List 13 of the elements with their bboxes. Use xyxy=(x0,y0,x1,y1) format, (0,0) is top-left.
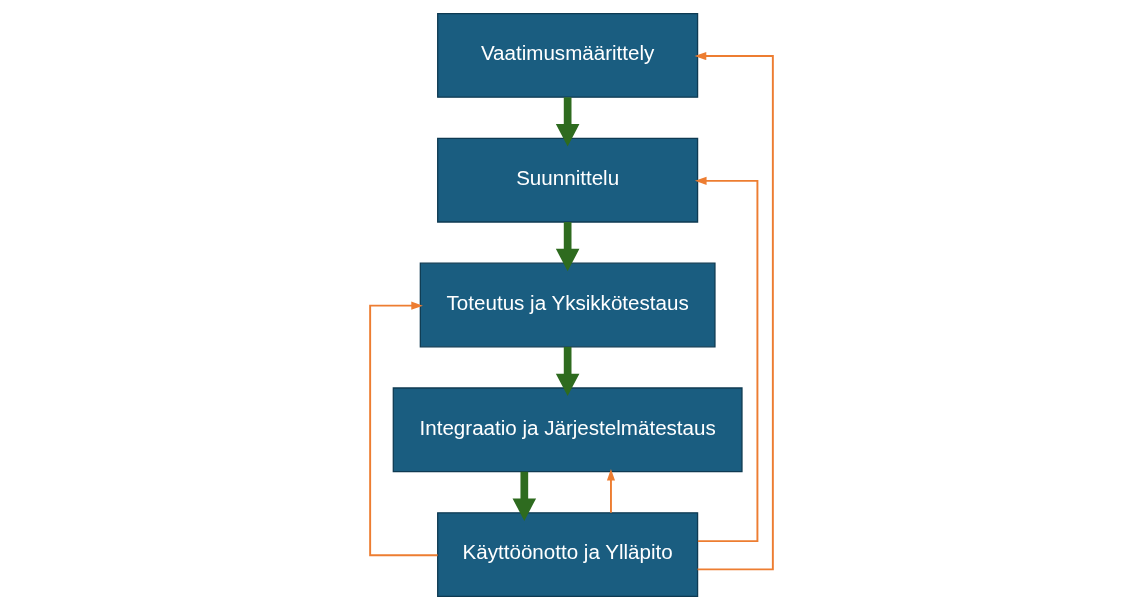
arrow xyxy=(555,97,579,147)
arrow xyxy=(368,301,439,557)
node-box: Vaatimusmäärittely xyxy=(436,12,698,98)
arrow xyxy=(555,346,579,397)
arrow xyxy=(694,176,758,543)
arrow xyxy=(512,471,536,521)
arrow xyxy=(555,222,579,272)
node-box: Suunnittelu xyxy=(436,137,698,223)
node-box: Integraatio ja Järjestelmätestaus xyxy=(392,387,743,473)
arrow xyxy=(606,468,615,514)
arrow xyxy=(694,52,774,571)
node-box: Käyttöönotto ja Ylläpito xyxy=(436,512,698,598)
node-box: Toteutus ja Yksikkötestaus xyxy=(419,262,716,348)
